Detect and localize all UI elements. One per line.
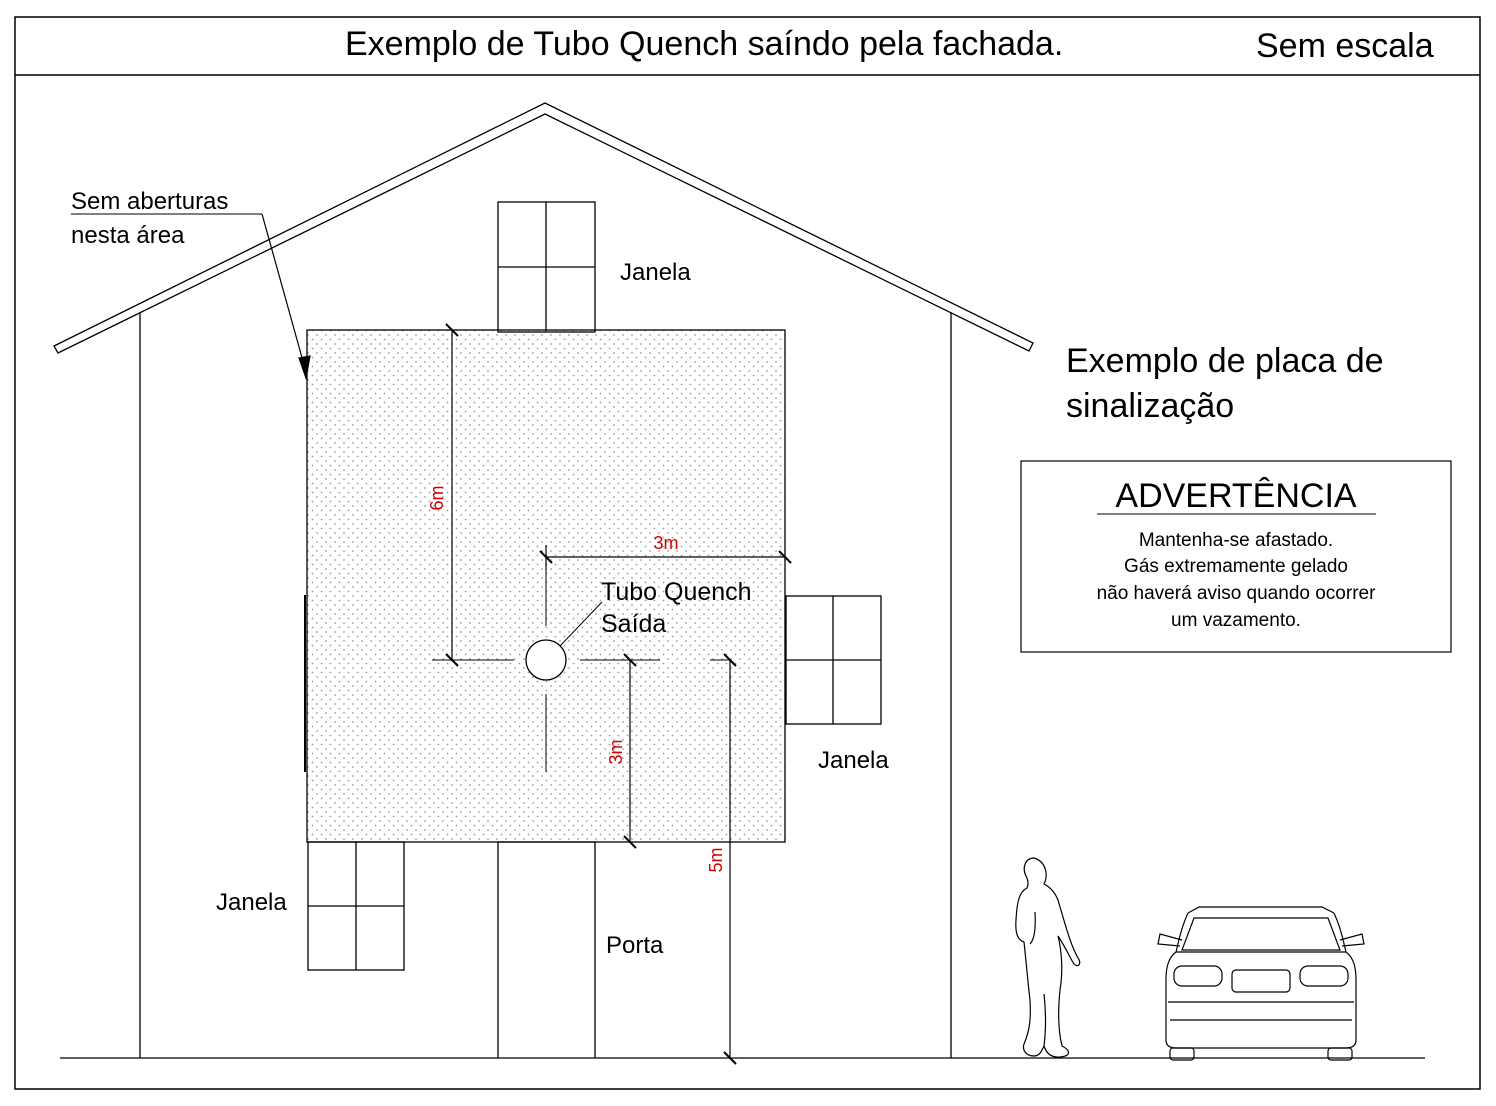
quench-label-line2: Saída [601, 610, 666, 638]
sign-heading-line2: sinalização [1066, 387, 1234, 425]
person-figure [1015, 857, 1081, 1058]
warning-sign-title: ADVERTÊNCIA [1115, 477, 1357, 515]
warning-sign-line-2: Gás extremamente gelado [1124, 556, 1348, 577]
dimension-3m-vertical-label: 3m [606, 739, 626, 764]
scale-note: Sem escala [1256, 27, 1434, 65]
quench-pipe-outlet [525, 639, 567, 681]
warning-sign [1020, 460, 1452, 653]
window-top-label: Janela [620, 259, 691, 286]
window-right [785, 595, 882, 725]
window-right-label: Janela [818, 747, 889, 774]
window-left-label: Janela [216, 889, 287, 916]
no-openings-leader [261, 213, 311, 381]
door [497, 841, 596, 1058]
door-label: Porta [606, 932, 664, 959]
warning-sign-line-1: Mantenha-se afastado. [1139, 530, 1333, 551]
dimension-6m-label: 6m [427, 485, 447, 510]
drawing-title: Exemplo de Tubo Quench saíndo pela facha… [345, 25, 1063, 63]
drawing-frame [14, 16, 1481, 1090]
car-figure [1157, 906, 1365, 1061]
dimension-3m-horizontal [539, 545, 792, 570]
no-openings-note-line1: Sem aberturas [71, 188, 228, 215]
dimension-3m-horizontal-label: 3m [653, 533, 678, 553]
roof [53, 102, 1034, 354]
dimension-5m [723, 653, 737, 1065]
quench-label-line1: Tubo Quench [601, 578, 752, 606]
window-left [307, 841, 405, 971]
no-openings-note-line2: nesta área [71, 222, 185, 249]
dimension-5m-label: 5m [706, 847, 726, 872]
warning-sign-line-3: não haverá aviso quando ocorrer [1097, 583, 1377, 604]
window-top [497, 201, 596, 333]
outlet-centerlines [432, 570, 730, 772]
dimension-6m [445, 323, 459, 667]
dimension-3m-vertical [623, 653, 637, 849]
quench-leader [559, 601, 603, 647]
warning-sign-line-4: um vazamento. [1171, 610, 1301, 631]
sign-heading-line1: Exemplo de placa de [1066, 342, 1384, 380]
